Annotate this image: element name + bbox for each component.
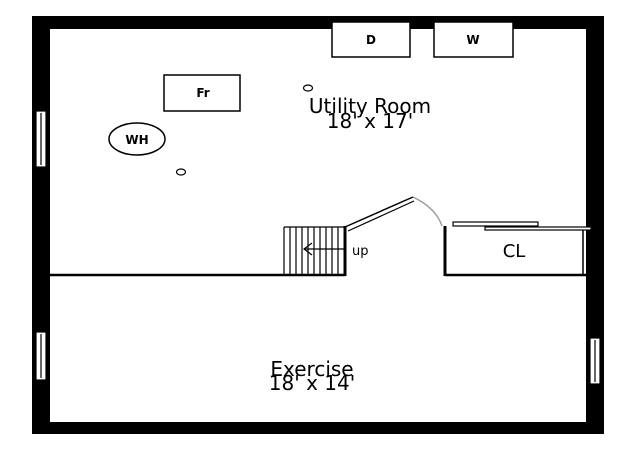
right-wall (586, 16, 604, 434)
window-right (589, 337, 601, 385)
water-heater-label: WH (125, 133, 148, 147)
closet-door (452, 221, 592, 231)
utility-room-name: Utility Room (309, 94, 431, 118)
stair-arrow-icon (303, 242, 345, 256)
utility-room-size: 18' x 17' (327, 109, 413, 133)
washer: W (433, 21, 514, 58)
closet-label: CL (503, 241, 526, 262)
drain-icon (175, 168, 187, 176)
furnace: Fr (163, 74, 241, 112)
stairs-label: up (352, 244, 369, 259)
drain-icon (302, 84, 314, 92)
furnace-label: Fr (196, 86, 209, 100)
exercise-room-size: 18' x 14' (269, 371, 355, 395)
window-left-lower (35, 331, 47, 381)
door (344, 196, 443, 232)
dryer-label: D (366, 33, 376, 47)
exercise-room-name: Exercise (270, 357, 353, 381)
floor-drains (175, 84, 314, 176)
washer-label: W (466, 33, 479, 47)
top-wall (32, 16, 604, 29)
utility-room: Utility Room 18' x 17' (309, 94, 431, 133)
dryer: D (331, 21, 411, 58)
water-heater: WH (108, 122, 166, 156)
stairs (283, 226, 345, 275)
window-left-upper (35, 110, 47, 168)
bottom-wall (32, 422, 604, 434)
windows (35, 110, 601, 385)
exercise-room: Exercise 18' x 14' (269, 357, 355, 395)
